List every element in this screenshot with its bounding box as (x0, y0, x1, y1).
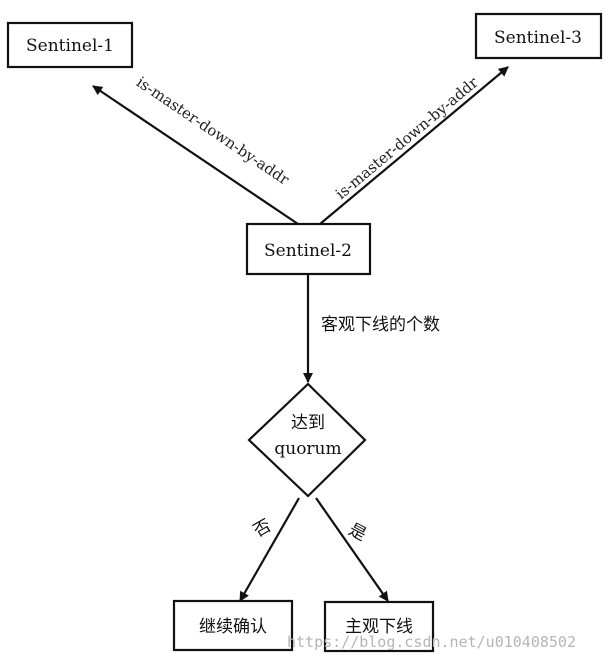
continue-confirm-node: 继续确认 (172, 599, 294, 652)
decision-diamond (247, 382, 367, 498)
quorum-decision-node: 达到 quorum (247, 382, 367, 498)
left-request-arrow (92, 85, 299, 225)
sentinel-3-label: Sentinel-3 (494, 28, 582, 48)
watermark-text: https://blog.csdn.net/u010408502 (287, 633, 576, 651)
continue-confirm-box (172, 599, 294, 652)
no-arrow (239, 497, 300, 602)
sentinel-2-label: Sentinel-2 (264, 241, 352, 261)
sentinel-2-node: Sentinel-2 (245, 222, 372, 276)
continue-confirm-label: 继续确认 (199, 617, 267, 637)
sentinel-3-node: Sentinel-3 (474, 12, 603, 60)
right-request-label: is-master-down-by-addr (332, 73, 482, 203)
right-request-arrow (319, 66, 509, 225)
sentinel-1-node: Sentinel-1 (6, 21, 134, 69)
yes-label: 是 (345, 520, 369, 546)
objective-down-box (323, 600, 435, 653)
objective-down-label: 主观下线 (345, 617, 413, 637)
sentinel-1-box (6, 21, 134, 69)
count-label: 客观下线的个数 (321, 315, 440, 335)
yes-arrow (315, 497, 389, 602)
decision-text-line-2: quorum (274, 439, 341, 459)
sentinel-1-label: Sentinel-1 (26, 36, 114, 56)
objective-down-node: 主观下线 (323, 600, 435, 653)
no-label: 否 (250, 516, 275, 542)
left-request-label: is-master-down-by-addr (133, 73, 293, 189)
sentinel-3-box (474, 12, 603, 60)
decision-text-line-1: 达到 (291, 413, 325, 433)
